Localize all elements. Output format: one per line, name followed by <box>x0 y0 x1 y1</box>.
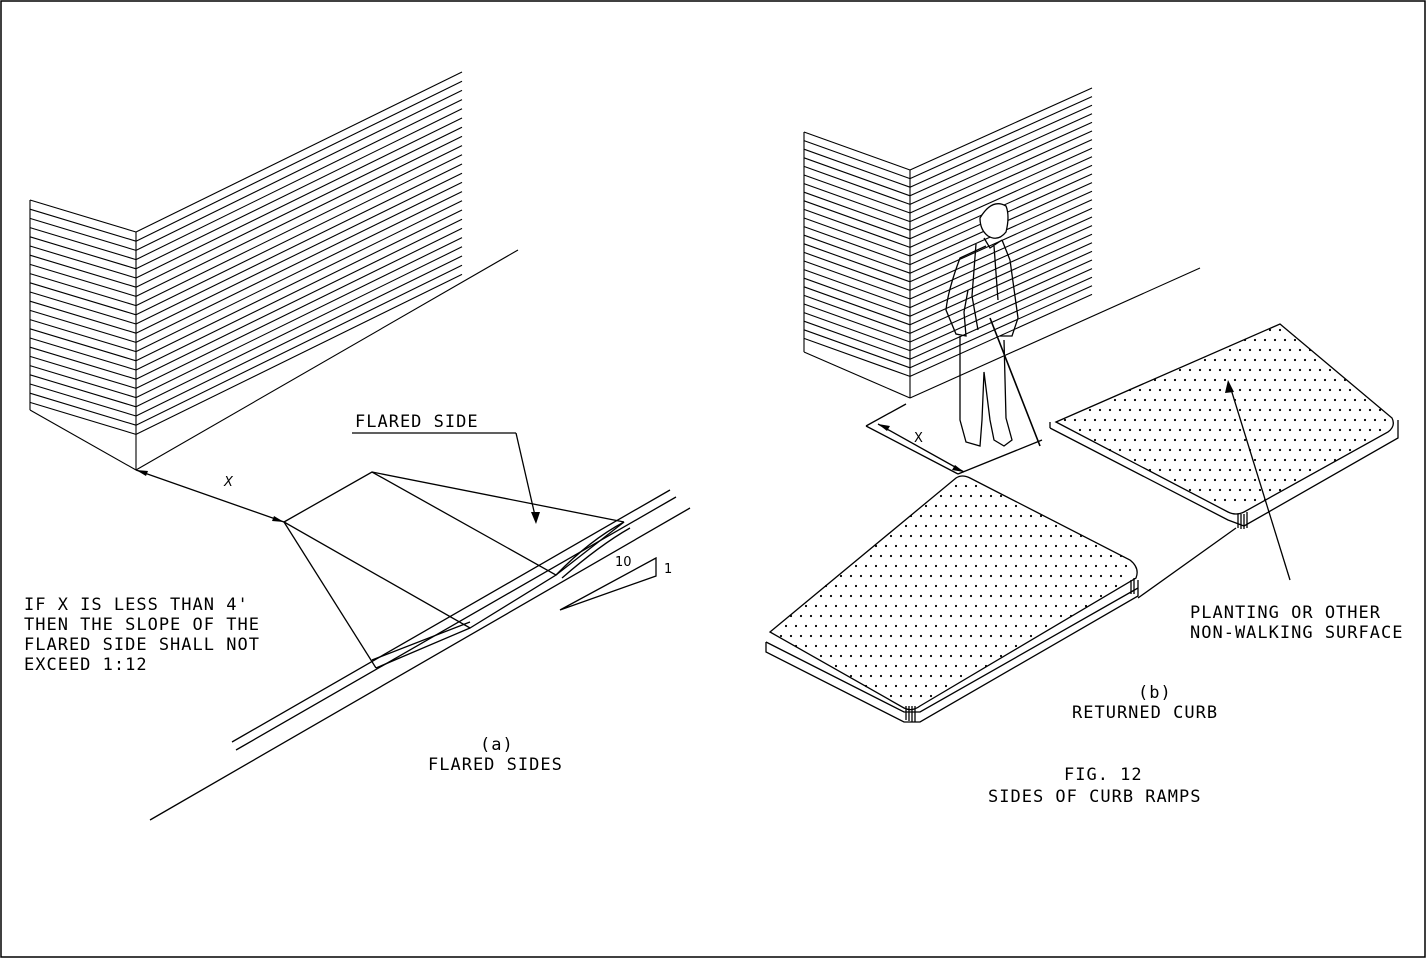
flared-side-callout: FLARED SIDE <box>352 412 540 524</box>
walkway-lines-b <box>865 403 1237 599</box>
figure-number: FIG. 12 <box>1064 765 1143 785</box>
curb-end-right <box>1237 512 1248 529</box>
building-wall-a <box>29 71 519 471</box>
figure-title: FIG. 12 SIDES OF CURB RAMPS <box>988 765 1201 807</box>
slope-run-label: 10 <box>615 555 632 570</box>
dimension-x-a: X <box>135 469 285 523</box>
slope-note: IF X IS LESS THAN 4' THEN THE SLOPE OF T… <box>24 595 260 675</box>
note-line-4: EXCEED 1:12 <box>24 655 148 675</box>
note-line-3: FLARED SIDE SHALL NOT <box>24 635 260 655</box>
planting-dots-left <box>779 484 1128 698</box>
dimension-x-label-b: X <box>914 431 923 446</box>
panel-b: X PLANTING OR OTHER NON-WALKING SURFACE … <box>765 87 1403 723</box>
note-line-1: IF X IS LESS THAN 4' <box>24 595 249 615</box>
pedestrian-with-cane <box>945 203 1041 447</box>
planting-label-1: PLANTING OR OTHER <box>1190 603 1381 623</box>
panel-b-caption: RETURNED CURB <box>1072 703 1218 723</box>
flared-ramp <box>282 471 631 669</box>
flared-side-label: FLARED SIDE <box>355 412 479 432</box>
note-line-2: THEN THE SLOPE OF THE <box>24 615 260 635</box>
planting-callout: PLANTING OR OTHER NON-WALKING SURFACE <box>1190 380 1403 643</box>
slope-rise-label: 1 <box>664 562 672 577</box>
planting-bed-right <box>1049 323 1399 529</box>
panel-a-caption: FLARED SIDES <box>428 755 563 775</box>
slope-triangle: 10 1 <box>559 555 672 611</box>
dimension-x-b: X <box>877 423 965 473</box>
planting-bed-left <box>765 475 1139 723</box>
figure-caption: SIDES OF CURB RAMPS <box>988 787 1201 807</box>
panel-a-letter: (a) <box>480 735 514 755</box>
planting-label-2: NON-WALKING SURFACE <box>1190 623 1403 643</box>
panel-b-letter: (b) <box>1138 683 1172 703</box>
planting-dots-right <box>1063 328 1387 502</box>
dimension-x-label-a: X <box>223 475 234 490</box>
panel-a: X FLARED SIDE 10 1 IF X IS <box>24 71 691 821</box>
curb-end-left <box>905 578 1135 722</box>
